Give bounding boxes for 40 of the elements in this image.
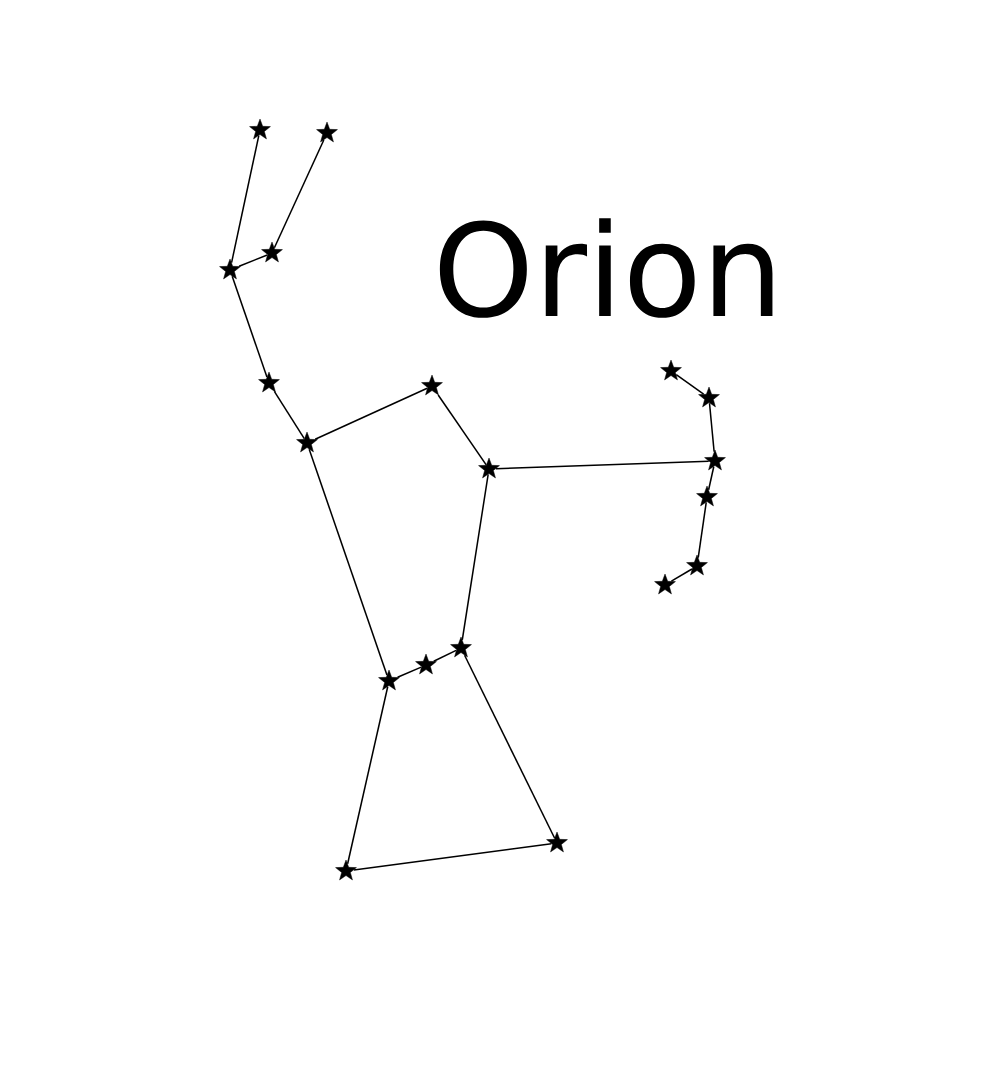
star-symbol — [654, 573, 676, 595]
constellation-line — [353, 843, 553, 871]
constellation-line — [231, 275, 268, 378]
constellation-line — [396, 666, 422, 679]
star-symbol — [478, 457, 500, 479]
constellation-line — [314, 387, 428, 441]
star-symbol — [698, 386, 720, 408]
star-symbol — [686, 554, 708, 576]
star-symbol — [450, 636, 472, 658]
constellation-line — [308, 448, 388, 676]
star-symbol — [335, 859, 357, 881]
constellation-line — [675, 374, 705, 395]
star-symbol — [378, 669, 400, 691]
star-symbol — [296, 431, 318, 453]
star-symbol — [660, 359, 682, 381]
constellation-line — [463, 654, 556, 839]
constellation-line — [495, 460, 710, 470]
star-symbol — [219, 258, 241, 280]
star-symbol — [261, 241, 283, 263]
star-symbol — [421, 374, 443, 396]
star-symbol — [258, 371, 280, 393]
star-symbol — [696, 485, 718, 507]
constellation-line — [670, 568, 693, 582]
star-symbol — [415, 653, 437, 675]
constellation-line — [708, 402, 715, 453]
constellation-line — [238, 254, 268, 268]
constellation-line — [346, 686, 389, 865]
star-symbol — [704, 449, 726, 471]
constellation-line — [697, 501, 707, 559]
star-symbol — [249, 118, 271, 140]
constellation-line — [461, 473, 489, 641]
constellation-line — [273, 139, 325, 249]
title: Orion — [439, 218, 773, 318]
constellation-line — [437, 394, 487, 466]
constellation-line — [273, 390, 306, 440]
constellation-line — [707, 465, 715, 491]
constellation-line — [432, 649, 457, 662]
constellation-line — [230, 134, 260, 264]
star-symbol — [546, 831, 568, 853]
star-symbol — [316, 121, 338, 143]
